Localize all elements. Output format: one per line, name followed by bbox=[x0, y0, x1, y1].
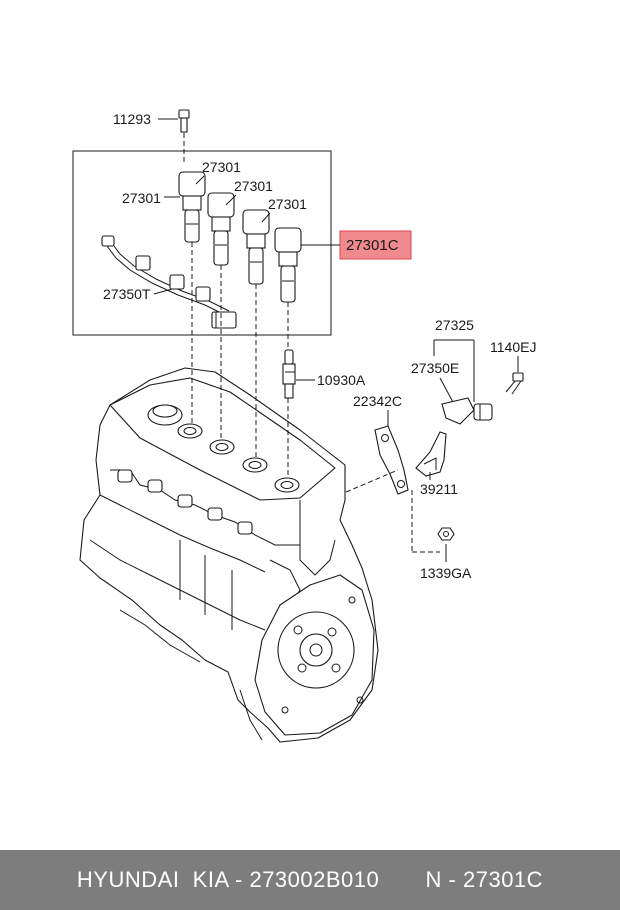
label-27301C: 27301C bbox=[346, 237, 399, 254]
bolt-1140EJ bbox=[505, 372, 524, 395]
bracket-22342C bbox=[374, 425, 409, 495]
footer-brand-part-number: HYUNDAI KIA - 273002B010 bbox=[76, 867, 380, 892]
ignition-coil-1 bbox=[178, 171, 206, 243]
parts-diagram: 11293 27301 bbox=[72, 109, 536, 743]
label-27301-c: 27301 bbox=[234, 178, 273, 194]
label-27350T: 27350T bbox=[103, 286, 151, 302]
label-27301-a: 27301 bbox=[202, 159, 241, 175]
label-27325: 27325 bbox=[435, 317, 474, 333]
ignition-coil-3 bbox=[242, 209, 270, 285]
bolt-11293-drawing bbox=[178, 109, 190, 133]
label-1339GA: 1339GA bbox=[420, 565, 472, 581]
footer-reference: N - 27301C bbox=[425, 867, 544, 892]
label-1140EJ: 1140EJ bbox=[490, 339, 536, 355]
part-number-footer: HYUNDAI KIA - 273002B010 N - 27301C bbox=[0, 850, 620, 910]
ignition-coil-group-box bbox=[72, 150, 332, 336]
nut-1339GA bbox=[437, 527, 455, 541]
ignition-coil-2 bbox=[207, 192, 235, 266]
highlight-box-27301C bbox=[339, 230, 412, 260]
engine-block-drawing bbox=[79, 367, 379, 743]
label-27301-b: 27301 bbox=[122, 190, 161, 206]
label-27350E: 27350E bbox=[411, 360, 459, 376]
label-11293: 11293 bbox=[113, 111, 151, 127]
label-27301-d: 27301 bbox=[268, 196, 307, 212]
spark-plug-10930A bbox=[282, 349, 296, 399]
label-10930A: 10930A bbox=[317, 372, 366, 388]
knock-sensor-27325 bbox=[441, 397, 493, 425]
bracket-39211 bbox=[415, 431, 447, 477]
ignition-coil-4 bbox=[274, 227, 302, 303]
label-39211: 39211 bbox=[420, 481, 458, 497]
label-22342C: 22342C bbox=[353, 393, 402, 409]
wiring-harness-27350T bbox=[101, 235, 237, 329]
